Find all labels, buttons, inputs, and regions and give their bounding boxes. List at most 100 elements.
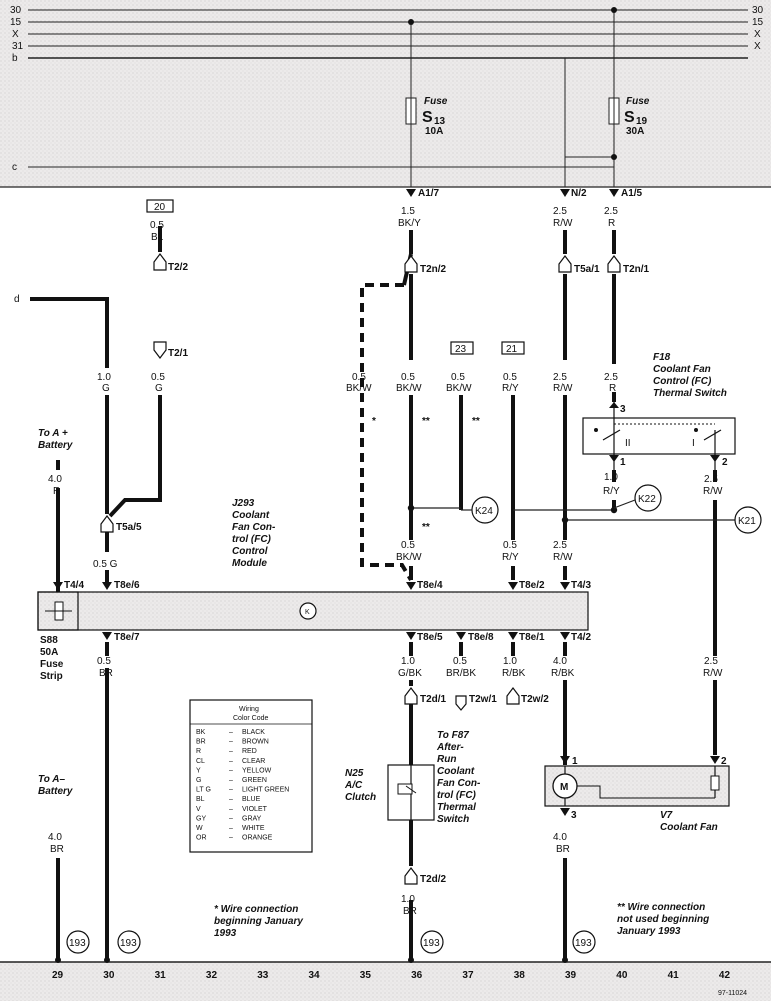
axis-number: 36 [411,970,423,981]
fuse-s13: Fuse S 13 10A [405,19,448,187]
svg-text:T8e/5: T8e/5 [417,632,443,643]
color-code-abbr: G [196,777,201,784]
svg-text:Control: Control [232,546,268,557]
svg-text:BR/BK: BR/BK [446,668,476,679]
bus-label-b: b [12,53,18,64]
svg-text:23: 23 [455,344,467,355]
axis-number: 38 [514,970,526,981]
bus-label-15-right: 15 [752,17,764,28]
color-code-dash: – [229,767,233,774]
color-code-dash: – [229,758,233,765]
svg-text:BR: BR [50,844,64,855]
svg-text:Coolant Fan: Coolant Fan [653,364,711,375]
ground-refs: 193 193 193 193 [55,930,596,963]
fuse-s19: Fuse S 19 30A [608,7,650,187]
svg-text:30A: 30A [626,126,644,137]
svg-text:R/BK: R/BK [502,668,526,679]
pin-a17: A1/7 [418,188,440,199]
j293-label: J293 Coolant Fan Con- trol (FC) Control … [232,498,276,569]
svg-text:2.5: 2.5 [553,206,567,217]
svg-text:Switch: Switch [437,814,469,825]
pin-t2w2: T2w/2 [521,694,549,705]
svg-text:13: 13 [434,116,446,127]
n25-ac-clutch [387,764,435,821]
svg-text:20: 20 [154,202,166,213]
svg-text:0.5: 0.5 [401,372,415,383]
axis-number: 31 [155,970,167,981]
svg-text:N25: N25 [345,768,364,779]
svg-text:* Wire connection: * Wire connection [214,904,298,915]
svg-text:Fuse: Fuse [626,96,650,107]
wire-labels: 1.5 BK/Y 2.5 R/W 2.5 R 0.5 BL 1.0 G 0.5 … [48,206,723,917]
svg-text:BR: BR [99,668,113,679]
svg-text:Module: Module [232,558,267,569]
pin-t5a1: T5a/1 [574,264,600,275]
color-code-abbr: BL [196,796,205,803]
svg-text:3: 3 [571,810,577,821]
color-code-abbr: BR [196,739,206,746]
svg-text:2.5: 2.5 [704,474,718,485]
svg-text:BK/W: BK/W [396,552,422,563]
svg-text:BK/W: BK/W [446,383,472,394]
color-code-abbr: R [196,748,201,755]
pin-n2: N/2 [571,188,587,199]
pin-t2d2: T2d/2 [420,874,447,885]
svg-text:T4/4: T4/4 [64,580,84,591]
svg-text:Coolant Fan: Coolant Fan [660,822,718,833]
color-code-name: YELLOW [242,767,272,774]
svg-text:0.5: 0.5 [150,220,164,231]
color-code-abbr: CL [196,758,205,765]
axis-number: 30 [103,970,115,981]
svg-text:Color Code: Color Code [233,715,269,722]
bus-label-30-right: 30 [752,5,764,16]
svg-text:S: S [422,109,433,126]
svg-text:K22: K22 [638,494,656,505]
color-code-name: GREEN [242,777,267,784]
color-code-dash: – [229,748,233,755]
color-code-dash: – [229,796,233,803]
svg-text:T8e/7: T8e/7 [114,632,140,643]
color-code-abbr: W [196,825,203,832]
svg-text:0.5: 0.5 [503,372,517,383]
svg-text:R/BK: R/BK [551,668,575,679]
svg-text:Wiring: Wiring [239,706,259,713]
bus-label-31: 31 [12,41,24,52]
svg-text:193: 193 [423,938,440,949]
svg-text:Strip: Strip [40,671,63,682]
bus-label-15: 15 [10,17,22,28]
n25-label: N25 A/C Clutch [344,768,376,803]
svg-text:19: 19 [636,116,648,127]
svg-text:trol (FC): trol (FC) [232,534,272,545]
star-single: * [372,416,376,427]
connector-symbols [100,253,621,885]
color-code-abbr: GY [196,815,206,822]
svg-text:II: II [625,438,631,449]
pin-t22: T2/2 [168,262,188,273]
v7-label: V7 Coolant Fan [660,810,718,833]
svg-text:F18: F18 [653,352,671,363]
svg-text:BR: BR [403,906,417,917]
axis-number: 34 [309,970,321,981]
svg-text:4.0: 4.0 [48,832,62,843]
pin-t2w1: T2w/1 [469,694,497,705]
svg-text:T8e/1: T8e/1 [519,632,545,643]
pin-a15: A1/5 [621,188,643,199]
ref-k21: K21 [734,506,762,534]
color-code-dash: – [229,835,233,842]
svg-text:2.5: 2.5 [604,206,618,217]
svg-text:To A +: To A + [38,428,68,439]
svg-text:R: R [53,486,60,497]
svg-text:BK/W: BK/W [396,383,422,394]
ref-k24: K24 [471,496,499,524]
svg-text:J293: J293 [232,498,255,509]
axis-number: 41 [668,970,680,981]
svg-text:Coolant: Coolant [232,510,270,521]
svg-text:1993: 1993 [214,928,237,939]
svg-text:I: I [692,438,695,449]
svg-text:1.0: 1.0 [401,656,415,667]
svg-text:R: R [609,383,616,394]
svg-text:To A–: To A– [38,774,65,785]
color-code-name: BLUE [242,796,261,803]
svg-text:G: G [102,383,110,394]
color-code-dash: – [229,739,233,746]
